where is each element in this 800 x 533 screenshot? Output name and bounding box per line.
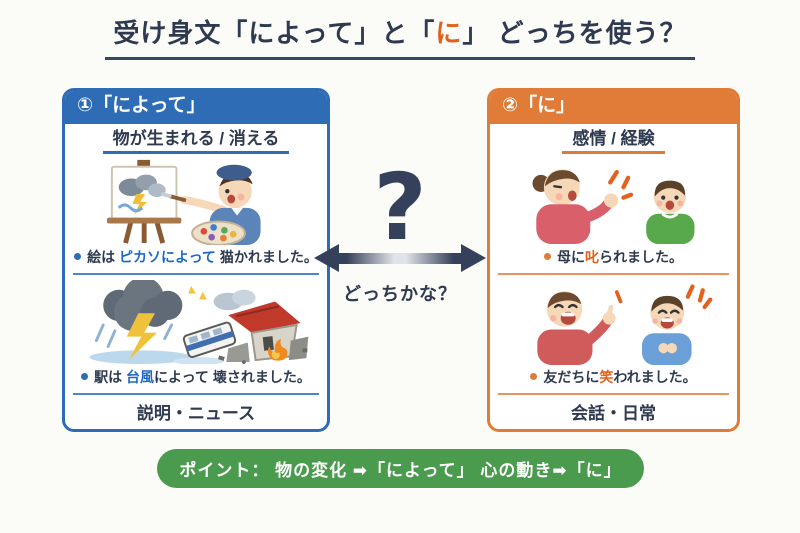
double-arrow-icon [314,244,486,272]
card-niyotte-header: ①「によって」 [65,91,327,124]
section-divider [498,272,729,275]
sentence-highlight: 笑 [599,368,614,385]
point-banner-text: ポイント： 物の変化 ➡「によって」 心の動き➡「に」 [179,461,622,480]
card-niyotte-subtitle: 物が生まれる / 消える [65,130,327,154]
card-ni: ②「に」 感情 / 経験 [487,88,740,432]
typhoon-destruction-image [89,279,308,364]
sentence-highlight: 叱 [585,248,599,265]
sentence-text: 絵は ピカソによって 猫かれました。 [87,247,318,267]
sentence-post: によって 壊されました。 [154,368,311,385]
sentence-highlight: 台風 [126,368,155,385]
bullet-dot [544,253,551,261]
sentence-text: 友だちに笑われました。 [543,367,696,387]
center-caption: どっちかな？ [343,284,457,304]
footer-divider [498,392,729,395]
example-sentence-picasso: 絵は ピカソによって 猫かれました。 [65,246,327,268]
point-banner: ポイント： 物の変化 ➡「によって」 心の動き➡「に」 [157,449,644,488]
card-niyotte-footer: 説明・ニュース [136,403,256,423]
title-post: 」 どっちを使う？ [462,18,687,48]
card-niyotte-subtitle-text: 物が生まれる / 消える [102,130,290,154]
footer-divider [73,392,319,395]
typhoon-illustration [65,278,327,366]
card-ni-subtitle-text: 感情 / 経験 [562,130,665,154]
section-divider [73,272,319,275]
bullet-dot [81,373,89,381]
mother-scolding-image [532,169,695,244]
center-question-zone: ? どっちかな？ [312,162,488,306]
arrow-shaft [339,252,461,264]
arrow-right-head [461,244,486,272]
example-sentence-laughed: 友だちに笑われました。 [490,366,737,388]
title-highlight: に [435,18,463,48]
sentence-text: 駅は 台風によって 壊されました。 [94,367,311,387]
card-ni-subtitle: 感情 / 経験 [490,130,737,154]
sentence-pre: 絵は [87,248,120,265]
laughing-illustration [490,278,737,366]
sentence-post: られました。 [599,248,683,265]
page-title: 受け身文「によって」と「に」 どっちを使う？ [105,13,695,60]
sentence-post: われました。 [613,368,697,385]
arrow-left-head [314,244,339,272]
painter-at-easel-image [106,159,261,245]
bullet-dot [74,253,82,261]
friends-laughing-image [537,284,713,365]
example-sentence-scolded: 母に叱られました。 [490,246,737,268]
card-niyotte: ①「によって」 物が生まれる / 消える [62,88,330,432]
page-title-wrap: 受け身文「によって」と「に」 どっちを使う？ [0,13,800,60]
bullet-dot [530,373,538,381]
scolding-illustration [490,154,737,246]
sentence-text: 母に叱られました。 [557,247,683,267]
sentence-pre: 友だちに [543,368,600,385]
card-ni-header: ②「に」 [490,91,737,124]
example-sentence-typhoon: 駅は 台風によって 壊されました。 [65,366,327,388]
sentence-pre: 母に [557,248,585,265]
title-pre: 受け身文「によって」と「 [113,18,436,48]
card-ni-footer: 会話・日常 [571,403,656,423]
question-mark: ? [373,154,427,261]
painter-illustration [65,154,327,246]
sentence-highlight: ピカソによって [119,248,216,265]
sentence-post: 猫かれました。 [215,248,318,265]
sentence-pre: 駅は [94,368,127,385]
